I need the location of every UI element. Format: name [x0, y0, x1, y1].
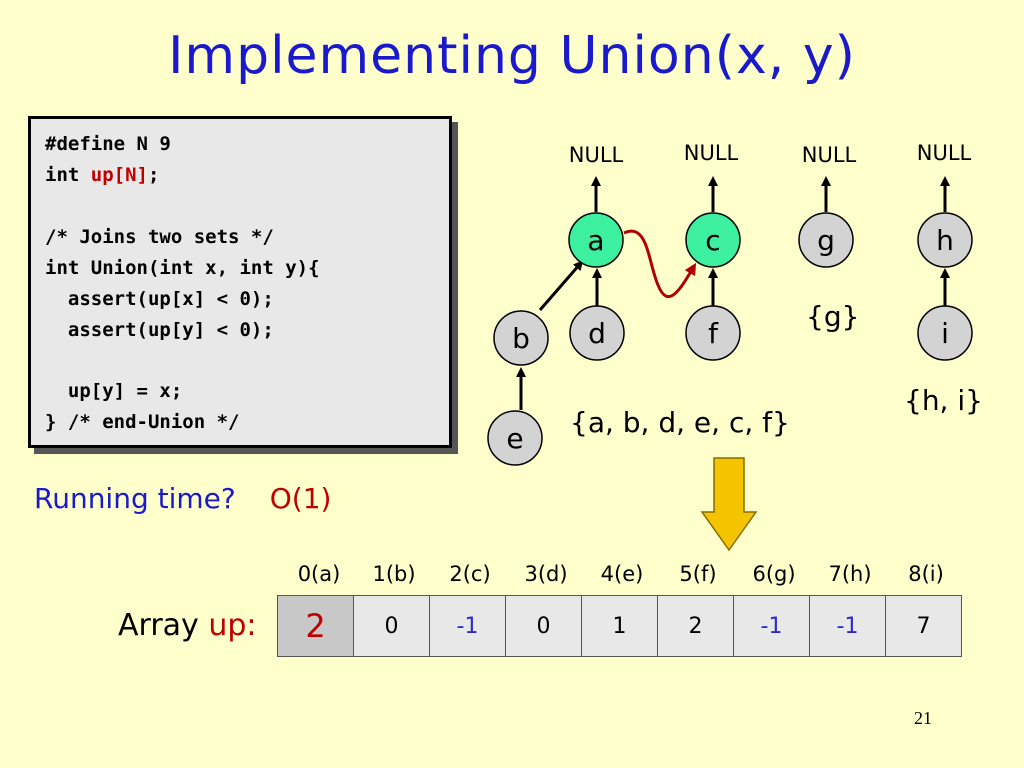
code-line: assert(up[y] < 0); — [45, 319, 274, 341]
slide-title: Implementing Union(x, y) — [168, 26, 856, 86]
code-line: assert(up[x] < 0); — [45, 288, 274, 310]
array-row: 2 0 -1 0 1 2 -1 -1 7 — [277, 595, 962, 657]
array-cell: 0 — [353, 595, 430, 657]
svg-text:g: g — [817, 224, 835, 257]
svg-text:c: c — [705, 224, 720, 257]
array-index: 2(c) — [449, 562, 491, 586]
null-label: NULL — [569, 143, 624, 167]
running-time-answer: O(1) — [269, 482, 332, 515]
array-label: Array up: — [118, 608, 257, 643]
running-time: Running time? O(1) — [34, 482, 331, 515]
node-i: i — [917, 305, 973, 361]
array-index: 1(b) — [372, 562, 416, 586]
node-g: g — [798, 212, 854, 268]
code-comment: /* end-Union */ — [56, 411, 240, 433]
svg-text:a: a — [587, 224, 604, 257]
array-cell: -1 — [429, 595, 506, 657]
code-line: int up[N]; — [45, 164, 159, 186]
null-label: NULL — [802, 143, 857, 167]
set-label-hi: {h, i} — [904, 384, 983, 417]
code-comment: /* Joins two sets */ — [45, 226, 274, 248]
array-cell: 1 — [581, 595, 658, 657]
node-d: d — [569, 305, 625, 361]
code-line: #define N 9 — [45, 133, 171, 155]
node-f: f — [685, 305, 741, 361]
node-b: b — [493, 310, 549, 366]
node-a: a — [568, 212, 624, 268]
array-label-name: up: — [208, 608, 257, 643]
array-index: 4(e) — [600, 562, 644, 586]
array-cell: -1 — [809, 595, 886, 657]
code-line: up[y] = x; — [45, 380, 183, 402]
array-cell: 2 — [277, 595, 354, 657]
down-arrow-icon — [700, 457, 758, 552]
array-cell: 7 — [885, 595, 962, 657]
code-token-highlight: up[N] — [90, 164, 148, 186]
array-index: 0(a) — [297, 562, 341, 586]
running-time-question: Running time? — [34, 482, 236, 515]
svg-text:b: b — [512, 322, 530, 355]
parent-arrow — [538, 260, 584, 311]
up-array: 2 0 -1 0 1 2 -1 -1 7 — [277, 595, 962, 657]
svg-text:i: i — [941, 317, 949, 350]
node-c: c — [685, 212, 741, 268]
svg-text:d: d — [588, 317, 606, 350]
array-index: 7(h) — [828, 562, 872, 586]
code-token: int — [45, 164, 91, 186]
array-index: 3(d) — [524, 562, 568, 586]
union-link — [623, 229, 697, 299]
svg-text:e: e — [506, 422, 523, 455]
code-brace: } — [45, 411, 57, 433]
array-index: 6(g) — [752, 562, 796, 586]
node-e: e — [487, 410, 543, 466]
array-index: 8(i) — [908, 562, 944, 586]
array-cell: 0 — [505, 595, 582, 657]
array-label-prefix: Array — [118, 608, 209, 643]
null-label: NULL — [684, 141, 739, 165]
code-line: } /* end-Union */ — [45, 411, 239, 433]
array-cell: -1 — [733, 595, 810, 657]
array-index: 5(f) — [679, 562, 717, 586]
set-label-g: {g} — [806, 300, 860, 333]
code-line: int Union(int x, int y){ — [45, 257, 320, 279]
page-number: 21 — [914, 708, 932, 728]
svg-text:h: h — [936, 224, 954, 257]
code-token: ; — [147, 164, 160, 186]
set-label-acbdef: {a, b, d, e, c, f} — [570, 406, 790, 439]
svg-text:f: f — [708, 317, 719, 350]
code-block: #define N 9 int up[N]; /* Joins two sets… — [28, 116, 452, 448]
node-h: h — [917, 212, 973, 268]
array-cell: 2 — [657, 595, 734, 657]
null-label: NULL — [917, 141, 972, 165]
